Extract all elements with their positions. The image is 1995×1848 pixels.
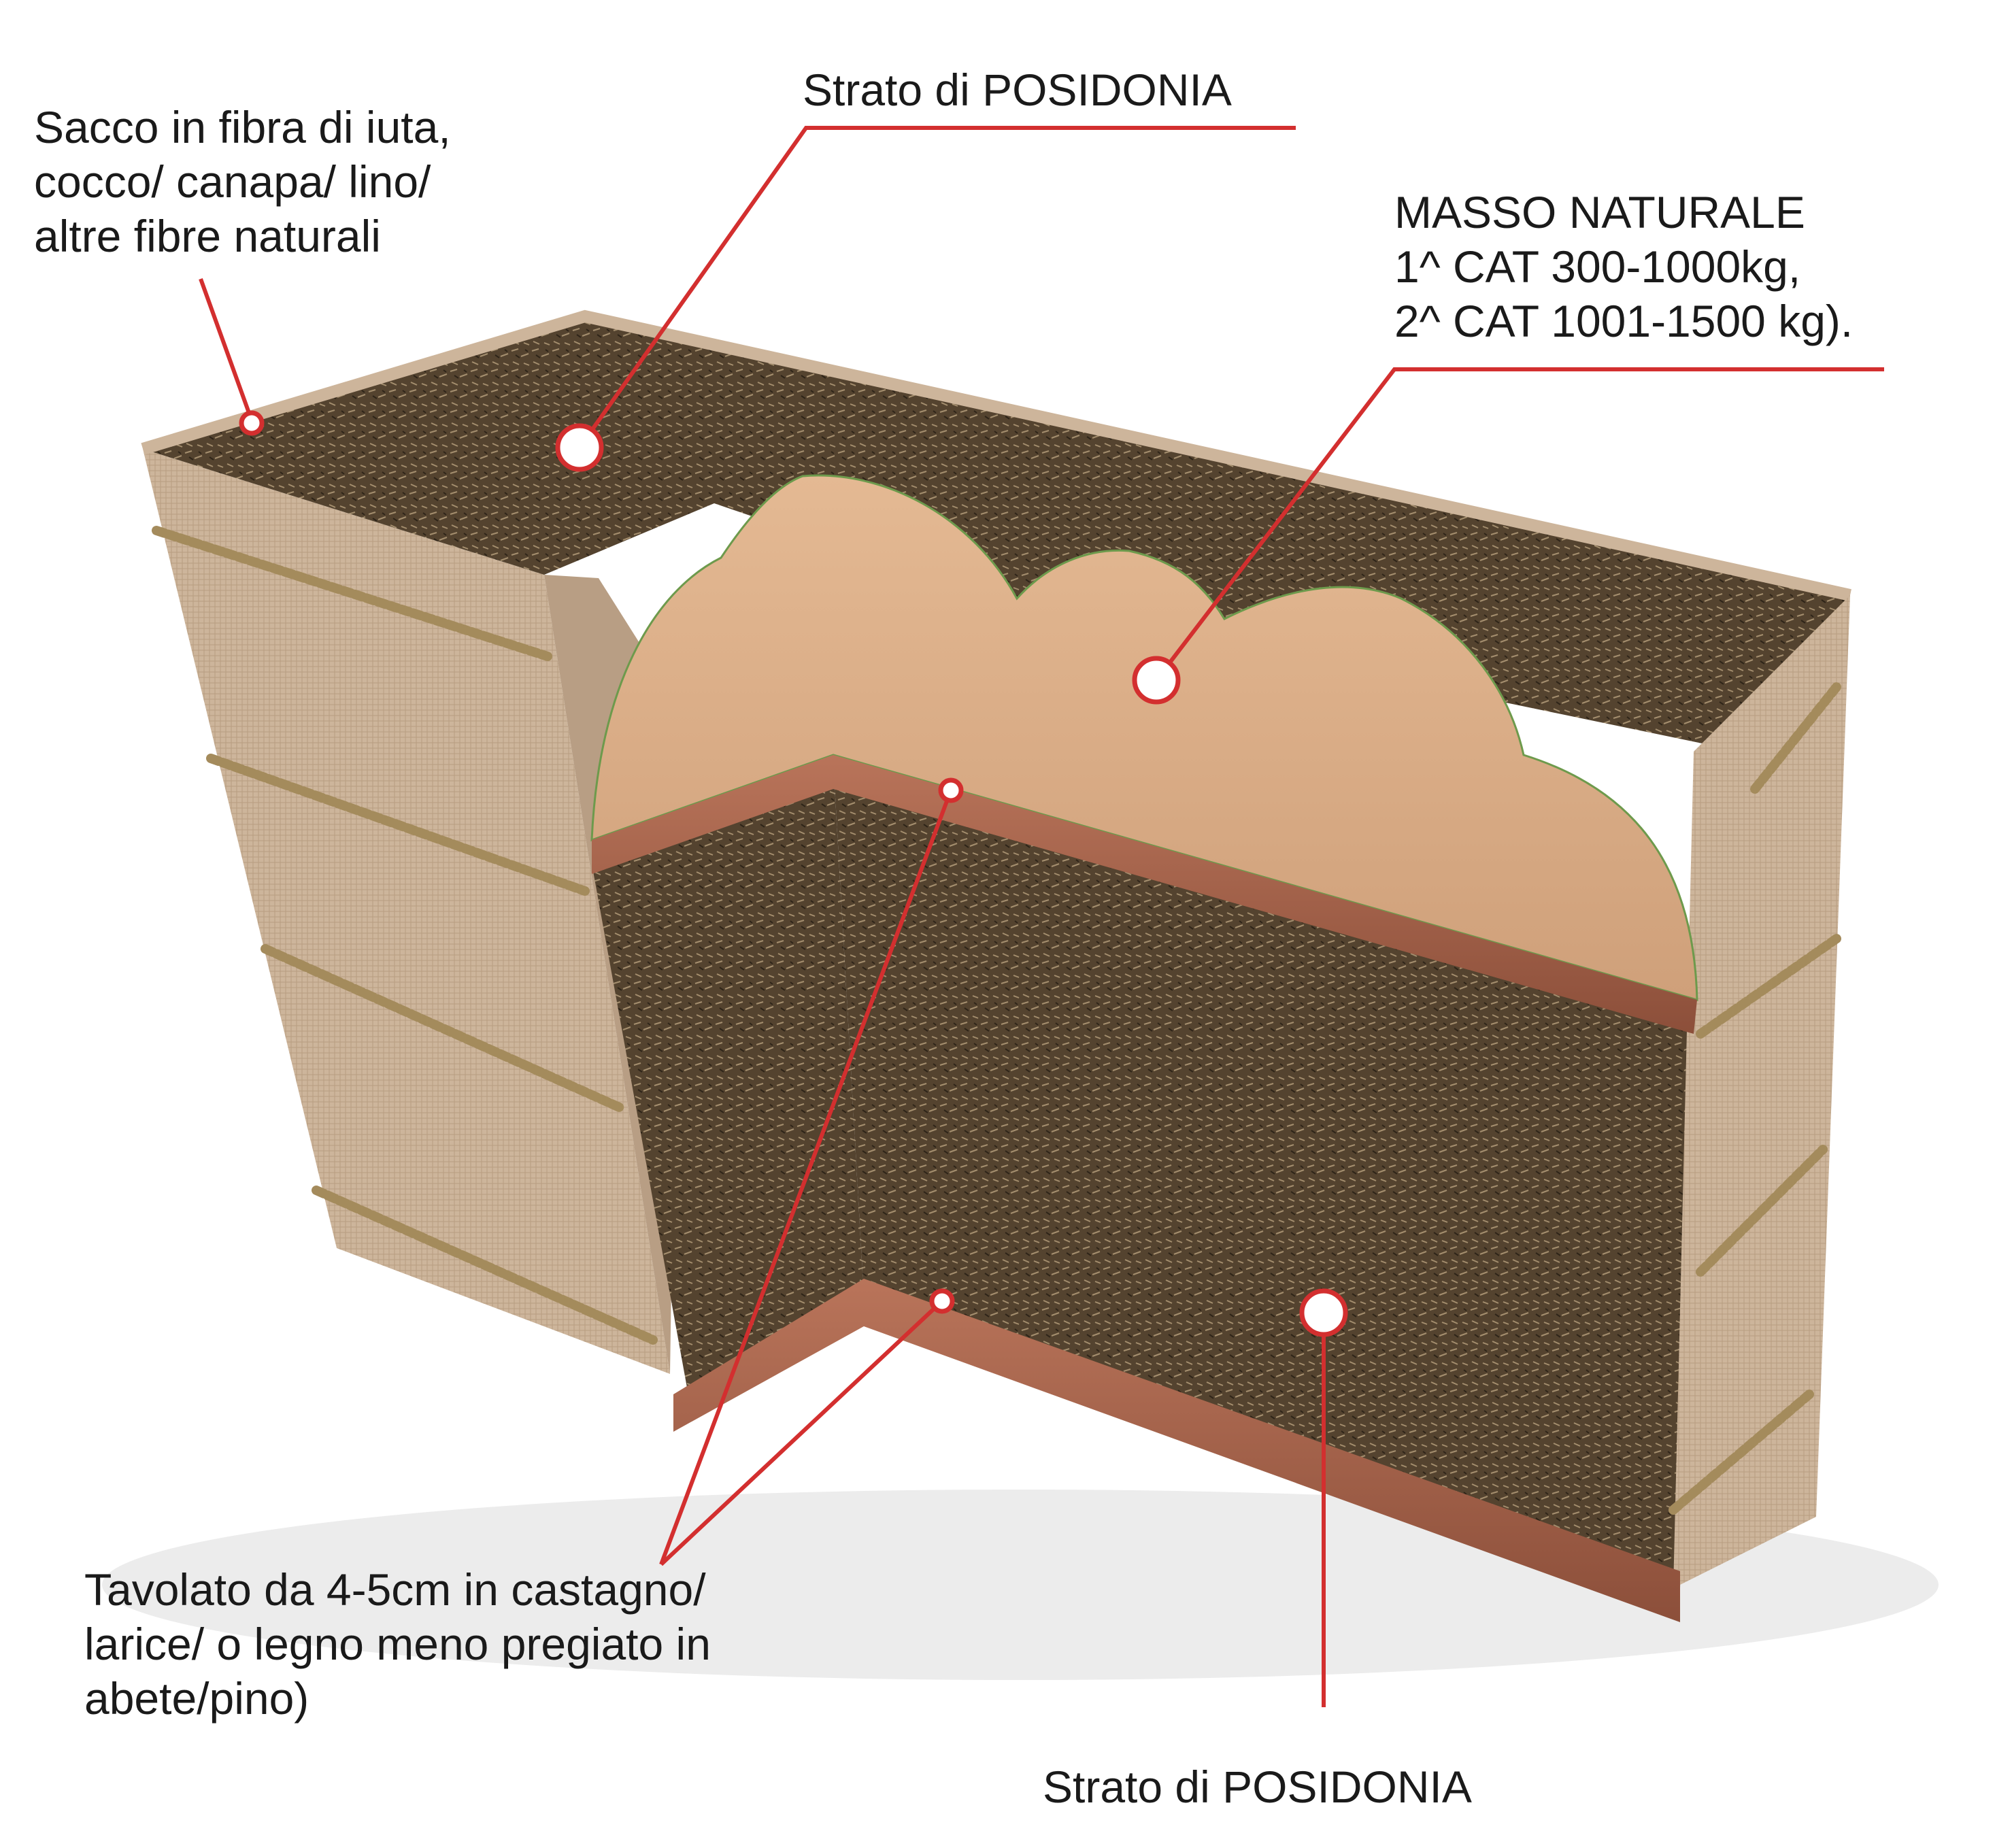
posidonia-left-cut-face <box>592 762 864 1388</box>
label-posidonia-bottom-text: Strato di POSIDONIA <box>1043 1762 1472 1812</box>
ropes <box>152 526 1841 1515</box>
leader-posidonia-top <box>577 126 1296 449</box>
jute-left-face <box>143 449 670 1374</box>
label-planks-line-2: larice/ o legno meno pregiato in <box>84 1619 711 1669</box>
leader-lines <box>199 126 1884 1707</box>
label-planks: Tavolato da 4-5cm in castagno/ larice/ o… <box>84 1562 711 1726</box>
label-planks-line-3: abete/pino) <box>84 1673 309 1724</box>
leader-stone <box>1154 367 1884 682</box>
jute-top-rim <box>141 309 1851 601</box>
label-sack-line-1: Sacco in fibra di iuta, <box>34 102 451 152</box>
leader-sack <box>199 278 254 422</box>
marker-plank-upper <box>938 777 964 803</box>
label-sack: Sacco in fibra di iuta, cocco/ canapa/ l… <box>34 100 451 263</box>
jute-right-face <box>1673 595 1850 1588</box>
label-planks-line-1: Tavolato da 4-5cm in castagno/ <box>84 1564 706 1615</box>
markers <box>239 410 1348 1337</box>
marker-posidonia-top <box>555 423 604 472</box>
marker-plank-lower <box>929 1288 955 1314</box>
marker-sack <box>239 410 265 436</box>
label-sack-line-3: altre fibre naturali <box>34 211 381 261</box>
label-stone-line-2: 1^ CAT 300-1000kg, <box>1394 241 1801 292</box>
label-sack-line-2: cocco/ canapa/ lino/ <box>34 156 431 207</box>
label-posidonia-bottom: Strato di POSIDONIA <box>1043 1760 1472 1814</box>
label-posidonia-top: Strato di POSIDONIA <box>803 63 1232 117</box>
label-stone-line-1: MASSO NATURALE <box>1394 187 1805 237</box>
label-stone-line-3: 2^ CAT 1001-1500 kg). <box>1394 296 1854 346</box>
leader-plank-upper <box>659 789 953 1566</box>
label-stone: MASSO NATURALE 1^ CAT 300-1000kg, 2^ CAT… <box>1394 185 1853 348</box>
leader-plank-lower <box>659 1299 944 1566</box>
marker-posidonia-bottom <box>1299 1288 1348 1337</box>
stone-boulder <box>590 474 1698 1001</box>
marker-stone <box>1132 656 1181 705</box>
label-posidonia-top-text: Strato di POSIDONIA <box>803 65 1232 115</box>
